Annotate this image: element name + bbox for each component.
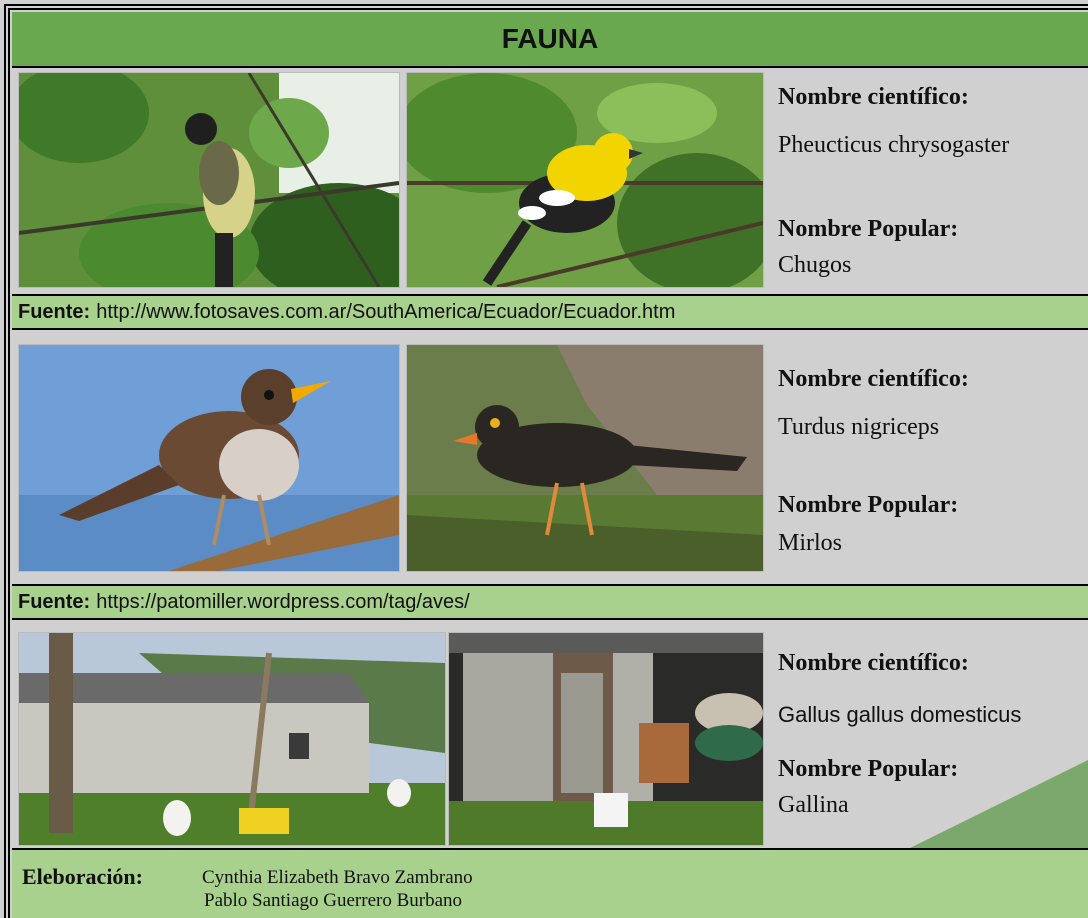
scientific-name-label: Nombre científico: [778, 366, 969, 392]
scientific-name-value: Pheucticus chrysogaster [778, 132, 1010, 158]
source-bar-1: Fuente: http://www.fotosaves.com.ar/Sout… [12, 294, 1088, 330]
photo-bird-yellow-black [406, 72, 764, 288]
popular-name-label: Nombre Popular: [778, 756, 959, 782]
popular-name-value: Chugos [778, 252, 852, 278]
page-border [4, 4, 1088, 918]
fauna-entry-2: Nombre científico: Turdus nigriceps Nomb… [12, 330, 1088, 578]
section-title-text: FAUNA [501, 23, 599, 54]
source-link[interactable]: http://www.fotosaves.com.ar/SouthAmerica… [96, 300, 676, 323]
source-label: Fuente: [18, 300, 91, 323]
popular-name-value: Gallina [778, 792, 849, 818]
credits-label: Eleboración: [22, 864, 143, 889]
photo-bird-brown-thrush [18, 344, 400, 572]
popular-name-value: Mirlos [778, 530, 843, 556]
popular-name-label: Nombre Popular: [778, 216, 959, 242]
species-info-3: Nombre científico: Gallus gallus domesti… [778, 620, 1088, 848]
photo-bird-yellow-belly [18, 72, 400, 288]
source-link[interactable]: https://patomiller.wordpress.com/tag/ave… [96, 590, 470, 613]
decorative-corner-triangle [910, 760, 1088, 848]
source-bar-2: Fuente: https://patomiller.wordpress.com… [12, 584, 1088, 620]
fauna-entry-1: Nombre científico: Pheucticus chrysogast… [12, 68, 1088, 288]
photo-chicken-shed [18, 632, 446, 846]
scientific-name-value: Turdus nigriceps [778, 414, 940, 440]
fauna-entry-3: Nombre científico: Gallus gallus domesti… [12, 620, 1088, 848]
popular-name-label: Nombre Popular: [778, 492, 959, 518]
credits-bar: Eleboración: Cynthia Elizabeth Bravo Zam… [12, 848, 1088, 918]
scientific-name-label: Nombre científico: [778, 650, 969, 676]
scientific-name-value: Gallus gallus domesticus [778, 702, 1022, 727]
species-info-2: Nombre científico: Turdus nigriceps Nomb… [778, 330, 1088, 578]
source-label: Fuente: [18, 590, 91, 613]
author-name-2: Pablo Santiago Guerrero Burbano [204, 890, 463, 911]
photo-concrete-shed [448, 632, 764, 846]
author-name-1: Cynthia Elizabeth Bravo Zambrano [202, 867, 473, 888]
scientific-name-label: Nombre científico: [778, 84, 969, 110]
photo-bird-black-thrush [406, 344, 764, 572]
section-title: FAUNA [12, 12, 1088, 68]
species-info-1: Nombre científico: Pheucticus chrysogast… [778, 68, 1088, 288]
